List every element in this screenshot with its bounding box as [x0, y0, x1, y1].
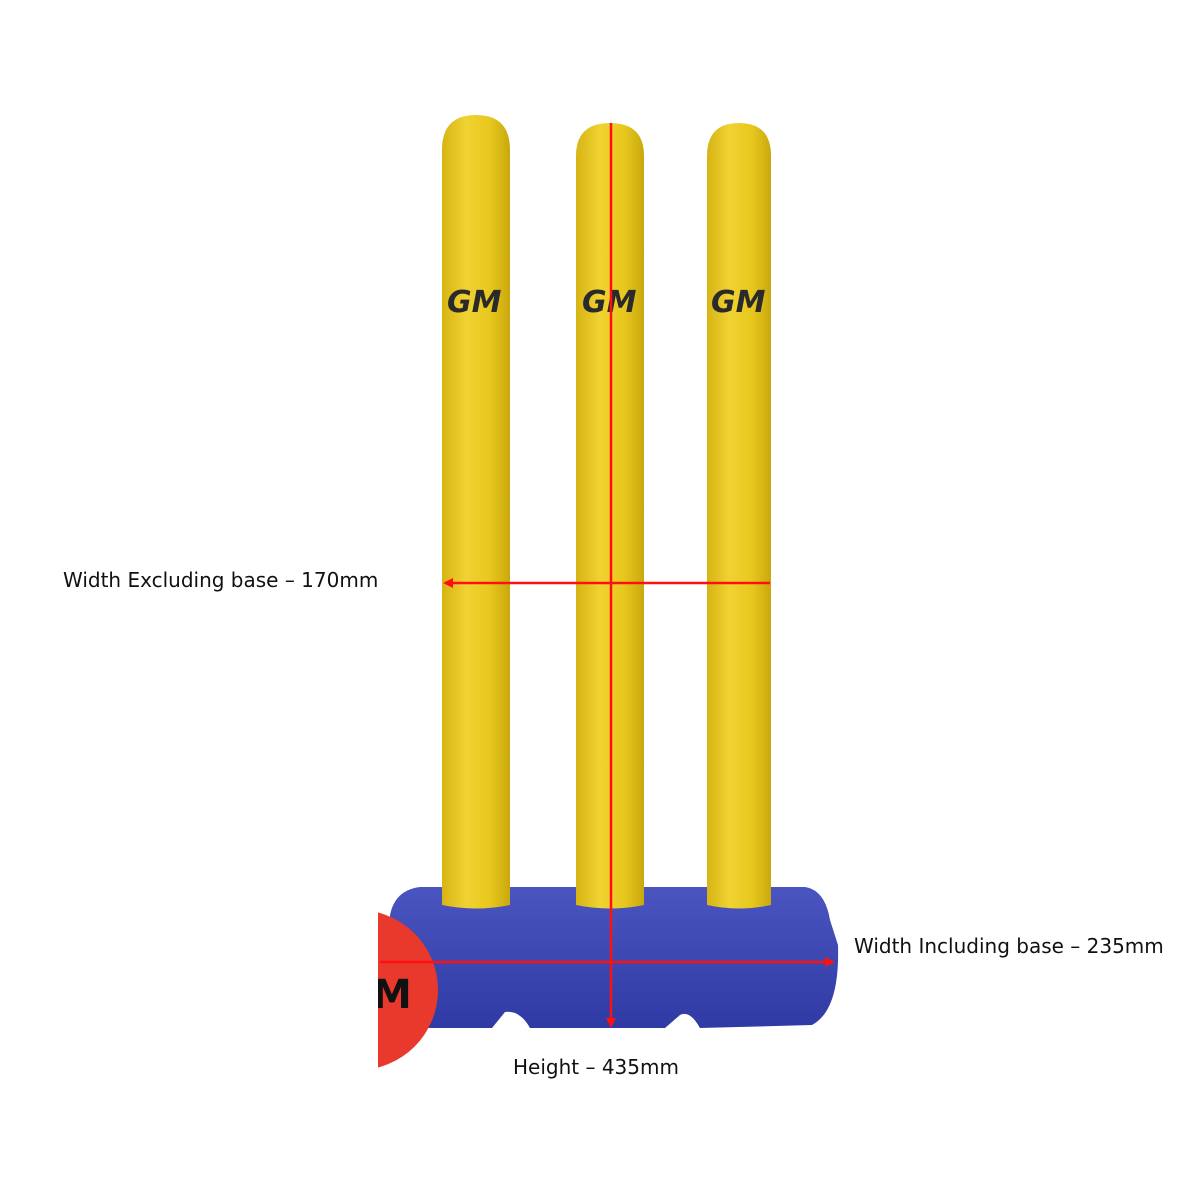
gm-logo-right: GM — [711, 285, 766, 320]
svg-text:M: M — [372, 972, 412, 1018]
stump-left — [442, 115, 510, 909]
width-including-base-label: Width Including base – 235mm — [854, 934, 1164, 958]
stump-right — [707, 123, 771, 909]
height-label: Height – 435mm — [513, 1055, 679, 1079]
stumps-base — [390, 887, 839, 1028]
gm-logos: GM GM GM — [447, 285, 766, 320]
gm-logo-left: GM — [447, 285, 502, 320]
gm-logo-middle: GM — [582, 285, 637, 320]
width-excluding-base-label: Width Excluding base – 170mm — [63, 568, 379, 592]
cricket-ball: M — [372, 912, 438, 1068]
